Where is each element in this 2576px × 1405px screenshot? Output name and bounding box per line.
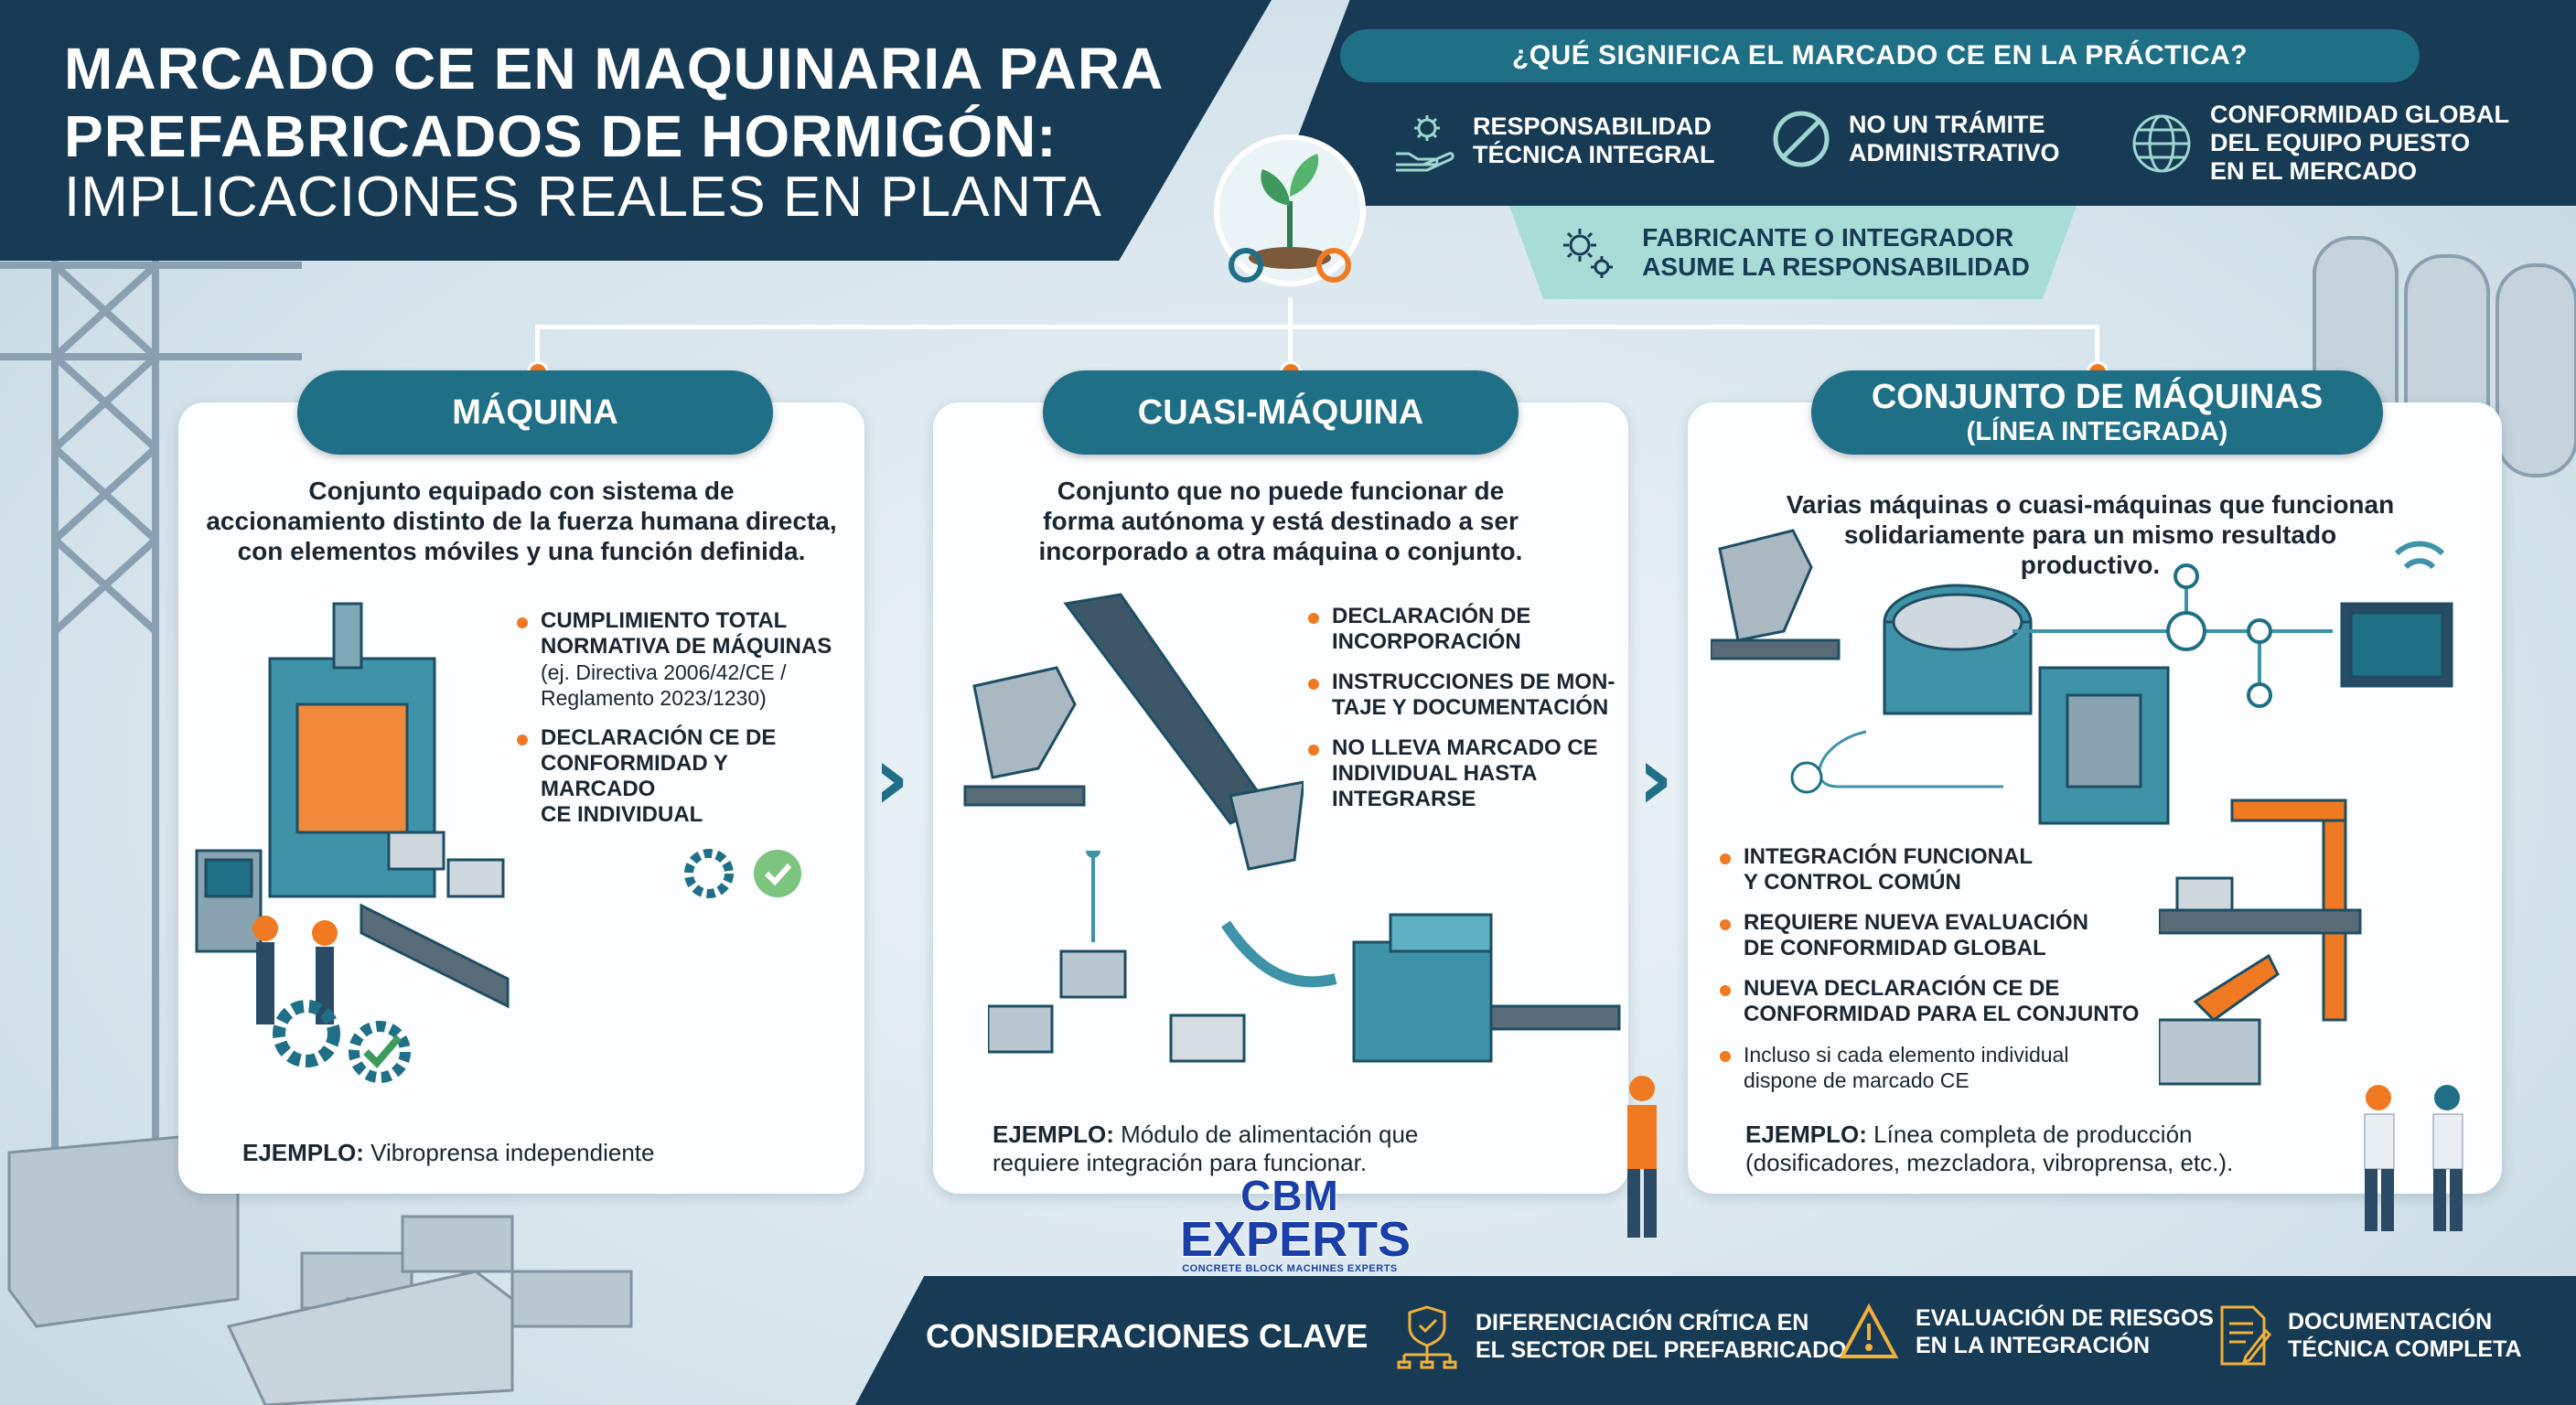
connector-line <box>535 325 2099 329</box>
bullet-item: DECLARACIÓN CE DE CONFORMIDAD Y MARCADO … <box>517 725 846 828</box>
card-title-text: MÁQUINA <box>452 392 618 432</box>
bottom-item-text: EVALUACIÓN DE RIESGOS EN LA INTEGRACIÓN <box>1916 1305 2214 1358</box>
vibropress-illustration <box>195 602 510 1024</box>
bullet-bold: INTEGRACIÓN FUNCIONAL Y CONTROL COMÚN <box>1744 844 2033 895</box>
production-line-illustration <box>1711 529 2453 825</box>
example-text: Línea completa de producción (dosificado… <box>1745 1121 2234 1176</box>
example-text: Vibroprensa independiente <box>363 1139 655 1166</box>
connector-line <box>535 325 540 372</box>
gears-icon <box>1556 220 1622 285</box>
card-title-text: CONJUNTO DE MÁQUINAS <box>1871 378 2324 416</box>
bullet-bold: CUMPLIMIENTO TOTAL NORMATIVA DE MÁQUINAS <box>541 608 832 659</box>
bullet-item: REQUIERE NUEVA EVALUACIÓN DE CONFORMIDAD… <box>1720 910 2177 961</box>
bottom-item-documentacion: DOCUMENTACIÓN TÉCNICA COMPLETA <box>2218 1303 2522 1367</box>
card-cuasi-maquina-description: Conjunto que no puede funcionar de forma… <box>1038 477 1523 565</box>
bottom-bar <box>855 1276 2576 1405</box>
connector-line <box>1288 297 1293 372</box>
bottom-item-evaluacion: EVALUACIÓN DE RIESGOS EN LA INTEGRACIÓN <box>1839 1303 2214 1360</box>
shield-network-icon <box>1395 1303 1459 1369</box>
card-conjunto-maquinas-bullets: INTEGRACIÓN FUNCIONAL Y CONTROL COMÚN RE… <box>1720 844 2177 1108</box>
bullet-bold: DECLARACIÓN DE INCORPORACIÓN <box>1332 604 1531 654</box>
conveyor-feeder-illustration <box>963 593 1304 871</box>
title-line-1: MARCADO CE EN MAQUINARIA PARA <box>64 36 1165 102</box>
bullet-item: DECLARACIÓN DE INCORPORACIÓN <box>1308 604 1619 655</box>
card-maquina-title: MÁQUINA <box>297 370 773 455</box>
card-cuasi-maquina-title: CUASI-MÁQUINA <box>1043 370 1519 455</box>
example-label: EJEMPLO: <box>242 1139 364 1166</box>
practice-item-text: NO UN TRÁMITE ADMINISTRATIVO <box>1849 111 2060 166</box>
bullet-item: INSTRUCCIONES DE MON- TAJE Y DOCUMENTACI… <box>1308 670 1619 721</box>
concrete-blocks-illustration <box>7 1132 633 1405</box>
connector-line <box>2095 325 2099 372</box>
card-subtitle-text: (LÍNEA INTEGRADA) <box>1966 417 2228 446</box>
card-title-text: CUASI-MÁQUINA <box>1137 392 1424 432</box>
bullet-item: INTEGRACIÓN FUNCIONAL Y CONTROL COMÚN <box>1720 844 2177 896</box>
card-conjunto-maquinas-example: EJEMPLO: Línea completa de producción (d… <box>1745 1121 2367 1177</box>
logo-tagline: CONCRETE BLOCK MACHINES EXPERTS <box>1182 1263 1398 1274</box>
bullet-bold: INSTRUCCIONES DE MON- TAJE Y DOCUMENTACI… <box>1332 670 1615 720</box>
globe-icon <box>2130 112 2194 176</box>
practice-heading: ¿QUÉ SIGNIFICA EL MARCADO CE EN LA PRÁCT… <box>1340 29 2420 82</box>
bottom-item-diferenciacion: DIFERENCIACIÓN CRÍTICA EN EL SECTOR DEL … <box>1395 1303 1847 1369</box>
responsibility-text: FABRICANTE O INTEGRADOR ASUME LA RESPONS… <box>1642 223 2030 281</box>
card-maquina-example: EJEMPLO: Vibroprensa independiente <box>242 1139 791 1167</box>
title-line-3: IMPLICACIONES REALES EN PLANTA <box>64 166 1102 229</box>
example-label: EJEMPLO: <box>1745 1121 1867 1148</box>
card-cuasi-maquina-bullets: DECLARACIÓN DE INCORPORACIÓN INSTRUCCION… <box>1308 604 1619 827</box>
card-maquina-bullets: CUMPLIMIENTO TOTAL NORMATIVA DE MÁQUINAS… <box>517 608 846 842</box>
example-text: Módulo de alimentación que requiere inte… <box>993 1121 1419 1176</box>
chevron-right-icon: › <box>1637 727 1674 830</box>
hand-gear-icon <box>1390 108 1456 174</box>
card-cuasi-maquina-example: EJEMPLO: Módulo de alimentación que requ… <box>993 1121 1587 1177</box>
bottom-item-text: DOCUMENTACIÓN TÉCNICA COMPLETA <box>2288 1309 2522 1362</box>
bullet-normal: (ej. Directiva 2006/42/CE / Reglamento 2… <box>541 660 787 710</box>
practice-item-tramite: NO UN TRÁMITE ADMINISTRATIVO <box>1770 108 2060 170</box>
bullet-item: Incluso si cada elemento individual disp… <box>1720 1042 2177 1093</box>
practice-item-text: RESPONSABILIDAD TÉCNICA INTEGRAL <box>1473 113 1715 168</box>
bottom-title: CONSIDERACIONES CLAVE <box>926 1317 1368 1355</box>
robot-arm-illustration <box>2159 799 2362 1086</box>
bullet-item: NO LLEVA MARCADO CE INDIVIDUAL HASTA INT… <box>1308 735 1619 812</box>
practice-item-conformidad: CONFORMIDAD GLOBAL DEL EQUIPO PUESTO EN … <box>2130 101 2509 186</box>
logo-line-1: CBM <box>1240 1172 1339 1219</box>
example-label: EJEMPLO: <box>993 1121 1114 1148</box>
card-conjunto-maquinas-description: Varias máquinas o cuasi-máquinas que fun… <box>1786 490 2395 579</box>
plant-gears-icon <box>1214 134 1366 286</box>
practice-item-responsabilidad: RESPONSABILIDAD TÉCNICA INTEGRAL <box>1390 108 1715 174</box>
gear-check-icon <box>273 1000 411 1083</box>
steel-tower-illustration <box>0 229 302 1235</box>
bullet-normal: Incluso si cada elemento individual disp… <box>1744 1043 2069 1092</box>
gear-check-icon <box>684 849 801 898</box>
logo-line-2: EXPERTS <box>1179 1212 1411 1267</box>
title-line-2: PREFABRICADOS DE HORMIGÓN: <box>64 103 1057 169</box>
bullet-bold: DECLARACIÓN CE DE CONFORMIDAD Y MARCADO … <box>541 725 777 827</box>
feeder-module-illustration <box>988 851 1621 1063</box>
worker-illustration <box>1627 1076 1657 1238</box>
bullet-item: NUEVA DECLARACIÓN CE DE CONFORMIDAD PARA… <box>1720 976 2177 1027</box>
card-maquina-description: Conjunto equipado con sistema de acciona… <box>206 477 837 565</box>
practice-item-text: CONFORMIDAD GLOBAL DEL EQUIPO PUESTO EN … <box>2210 101 2509 185</box>
chevron-right-icon: › <box>874 727 910 830</box>
title-banner <box>0 0 1272 261</box>
warning-icon <box>1839 1303 1899 1360</box>
bullet-bold: NUEVA DECLARACIÓN CE DE CONFORMIDAD PARA… <box>1744 976 2140 1026</box>
prohibited-icon <box>1770 108 1832 170</box>
document-icon <box>2218 1303 2271 1367</box>
bottom-item-text: DIFERENCIACIÓN CRÍTICA EN EL SECTOR DEL … <box>1476 1310 1847 1363</box>
responsibility-box: FABRICANTE O INTEGRADOR ASUME LA RESPONS… <box>1509 206 2077 299</box>
bullet-bold: NO LLEVA MARCADO CE INDIVIDUAL HASTA INT… <box>1332 735 1598 811</box>
card-conjunto-maquinas-title: CONJUNTO DE MÁQUINAS (LÍNEA INTEGRADA) <box>1811 370 2383 455</box>
workers-illustration <box>2364 1085 2463 1231</box>
bullet-bold: REQUIERE NUEVA EVALUACIÓN DE CONFORMIDAD… <box>1744 910 2088 960</box>
bullet-item: CUMPLIMIENTO TOTAL NORMATIVA DE MÁQUINAS… <box>517 608 846 711</box>
cbm-experts-logo: CBM EXPERTS CONCRETE BLOCK MACHINES EXPE… <box>1179 1172 1411 1274</box>
